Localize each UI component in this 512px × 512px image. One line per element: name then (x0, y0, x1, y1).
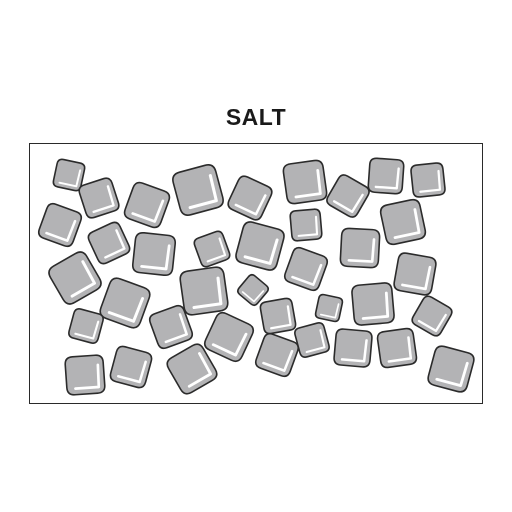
salt-crystal-icon (99, 277, 151, 329)
salt-crystal-icon (203, 311, 255, 363)
salt-crystal-icon (64, 354, 106, 396)
salt-crystal-icon (289, 208, 323, 242)
salt-crystal-icon (48, 251, 102, 305)
salt-crystal-icon (193, 230, 231, 268)
salt-crystal-icon (236, 273, 270, 307)
salt-crystal-icon (52, 158, 86, 192)
salt-crystal-icon (294, 322, 330, 358)
salt-crystal-icon (379, 198, 427, 246)
salt-crystal-icon (235, 221, 285, 271)
salt-crystal-icon (282, 159, 328, 205)
salt-crystal-icon (411, 295, 453, 337)
salt-crystal-icon (427, 345, 475, 393)
salt-crystal-icon (259, 297, 297, 335)
salt-crystal-icon (68, 308, 104, 344)
salt-crystal-icon (148, 304, 194, 350)
salt-crystal-icon (179, 266, 229, 316)
salt-crystal-icon (166, 343, 218, 395)
salt-crystal-icon (314, 293, 344, 323)
salt-crystal-icon (131, 231, 177, 277)
salt-crystal-icon (326, 174, 370, 218)
salt-crystal-icon (123, 181, 171, 229)
salt-crystal-icon (78, 177, 120, 219)
salt-crystal-icon (283, 246, 329, 292)
salt-crystal-icon (367, 157, 405, 195)
salt-crystal-icon (339, 227, 381, 269)
salt-crystal-icon (227, 175, 273, 221)
diagram-title: SALT (225, 104, 287, 130)
salt-crystal-icon (37, 202, 83, 248)
salt-crystal-icon (393, 252, 437, 296)
salt-crystal-icon (410, 162, 446, 198)
salt-crystal-icon (172, 164, 224, 216)
salt-crystal-icon (109, 345, 153, 389)
salt-crystal-icon (333, 328, 373, 368)
salt-crystal-icon (254, 332, 300, 378)
salt-crystal-icon (376, 327, 418, 369)
salt-crystal-icon (87, 221, 131, 265)
salt-crystal-icon (351, 282, 395, 326)
